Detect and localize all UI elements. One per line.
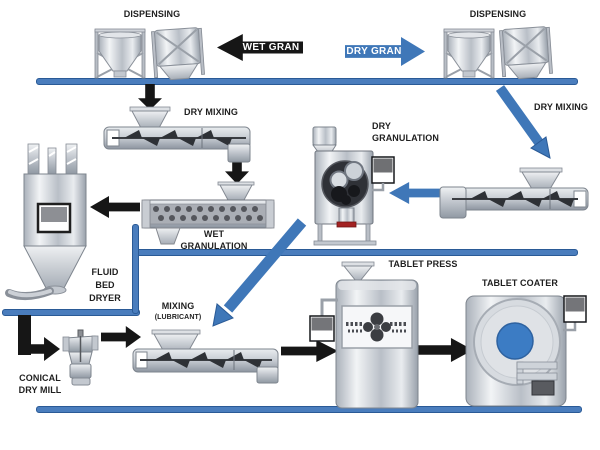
- dry-gran-banner-arrow: DRY GRAN: [345, 37, 425, 66]
- wet-granulator: [141, 181, 275, 245]
- label-dry-mixing-right: DRY MIXING: [533, 102, 588, 112]
- label-wet-granulation: WET GRANULATION: [168, 228, 260, 252]
- label-dry-granulation: DRY GRANULATION: [372, 120, 452, 144]
- label-mixing-line1: MIXING: [161, 301, 195, 311]
- flow-line-bottom: [36, 406, 582, 413]
- label-fbd-line3: DRYER: [89, 293, 121, 303]
- label-dispensing-left: DISPENSING: [123, 9, 181, 19]
- dispensing-bin-cone-left: [94, 28, 146, 79]
- label-conical-dry-mill: CONICAL DRY MILL: [12, 372, 68, 396]
- label-mixing: MIXING (LUBRICANT): [146, 300, 210, 324]
- label-conical-line1: CONICAL: [19, 373, 61, 383]
- conical-dry-mill: [62, 329, 99, 386]
- arrow-diagonal-to-right-drymix: [495, 85, 551, 159]
- label-tablet-coater: TABLET COATER: [482, 278, 558, 288]
- wet-gran-banner-label: WET GRAN: [242, 42, 300, 53]
- label-dry-granulation-line2: GRANULATION: [372, 133, 439, 143]
- label-mixing-line2: (LUBRICANT): [154, 314, 202, 321]
- dispensing-bin-square-right: [499, 26, 553, 80]
- label-fluid-bed-dryer: FLUID BED DRYER: [82, 266, 128, 305]
- dry-mixing-conveyor-right: [439, 167, 589, 219]
- flow-line-dryer: [2, 309, 140, 316]
- label-tablet-press: TABLET PRESS: [388, 259, 458, 269]
- label-dry-mixing-left: DRY MIXING: [183, 107, 238, 117]
- lubricant-mixer-conveyor: [132, 329, 279, 384]
- label-dry-granulation-line1: DRY: [372, 121, 391, 131]
- label-dispensing-right: DISPENSING: [469, 9, 527, 19]
- dry-gran-banner-label: DRY GRAN: [346, 46, 402, 57]
- label-conical-line2: DRY MILL: [18, 385, 62, 395]
- dry-mixing-conveyor-left: [103, 106, 251, 163]
- label-fbd-line2: BED: [95, 280, 115, 290]
- flow-line-vertical-connector: [132, 224, 139, 314]
- fluid-bed-dryer: [5, 143, 87, 300]
- wet-gran-banner-arrow: WET GRAN: [217, 34, 303, 61]
- tablet-coater: [465, 295, 587, 407]
- tablet-press: [309, 261, 419, 409]
- dispensing-bin-square-left: [151, 27, 205, 81]
- flow-line-top: [36, 78, 578, 85]
- dispensing-bin-cone-right: [443, 28, 495, 79]
- label-wet-granulation-line1: WET: [203, 229, 225, 239]
- label-wet-granulation-line2: GRANULATION: [180, 241, 248, 251]
- arrow-diagonal-to-mixer: [212, 218, 307, 327]
- dry-granulator: [312, 126, 395, 246]
- label-fbd-line1: FLUID: [91, 267, 119, 277]
